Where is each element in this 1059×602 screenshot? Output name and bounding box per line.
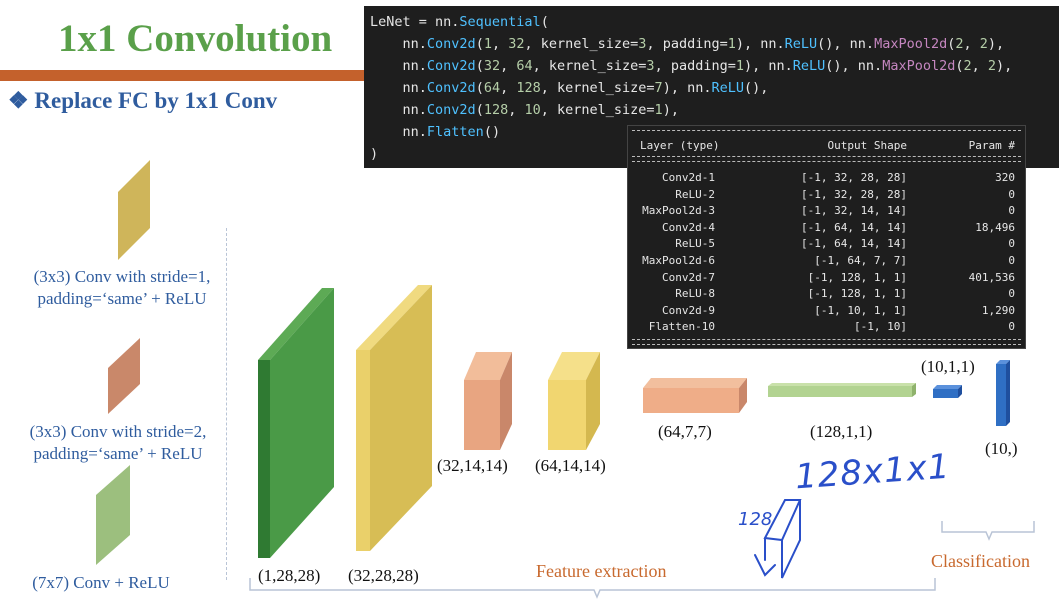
cell-layer-type: ReLU-8 <box>675 287 715 301</box>
cell-param-count: 0 <box>1008 237 1015 251</box>
table-row: Conv2d-4 [-1, 64, 14, 14] 18,496 <box>628 220 1025 235</box>
cell-output-shape: [-1, 32, 14, 14] <box>801 204 907 218</box>
cell-output-shape: [-1, 64, 14, 14] <box>801 220 907 234</box>
shape-conv2-label: (64,14,14) <box>535 456 606 475</box>
cell-layer-type: Flatten-10 <box>648 320 715 334</box>
code-line: LeNet = nn.Sequential( <box>370 14 549 30</box>
legend-conv3-s2-label: (3x3) Conv with stride=2, padding=‘same’… <box>29 422 207 463</box>
legend-conv3-s1-prism <box>118 160 150 260</box>
table-row: ReLU-5 [-1, 64, 14, 14] 0 <box>628 236 1025 251</box>
cell-param-count: 401,536 <box>968 270 1015 284</box>
shape-flatten-label: (10,) <box>985 439 1018 458</box>
cell-layer-type: Conv2d-7 <box>662 270 715 284</box>
cell-output-shape: [-1, 32, 28, 28] <box>801 171 907 184</box>
cell-param-count: 0 <box>1008 187 1015 201</box>
cell-output-shape: [-1, 64, 14, 14] <box>801 237 907 251</box>
table-row: ReLU-8 [-1, 128, 1, 1] 0 <box>628 286 1025 301</box>
cell-output-shape: [-1, 128, 1, 1] <box>807 270 907 284</box>
layer-pool2-block <box>643 378 747 413</box>
handwritten-side-label: 128 <box>738 509 773 530</box>
cell-param-count: 0 <box>1008 254 1015 267</box>
shape-pool2-label: (64,7,7) <box>658 422 712 441</box>
cell-param-count: 320 <box>995 171 1015 184</box>
table-row: ReLU-2 [-1, 32, 28, 28] 0 <box>628 187 1025 202</box>
feature-extraction-label: Feature extraction <box>536 561 667 581</box>
cell-param-count: 18,496 <box>975 220 1015 234</box>
layer-flatten-block <box>996 360 1010 426</box>
header-param-count: Param # <box>968 139 1015 152</box>
cell-param-count: 1,290 <box>981 303 1015 317</box>
table-row: Conv2d-1 [-1, 32, 28, 28] 320 <box>628 170 1025 185</box>
table-row: Conv2d-9 [-1, 10, 1, 1] 1,290 <box>628 303 1025 318</box>
legend-divider <box>226 228 227 580</box>
shape-conv4-label: (10,1,1) <box>921 357 975 376</box>
cell-layer-type: ReLU-5 <box>675 237 715 251</box>
cell-layer-type: Conv2d-9 <box>662 303 715 317</box>
code-line: nn.Conv2d(128, 10, kernel_size=1), <box>370 102 679 118</box>
model-summary-table: Layer (type) Output Shape Param # Conv2d… <box>627 125 1026 349</box>
slide-title: 1x1 Convolution <box>58 17 333 60</box>
layer-pool1-block <box>464 352 512 450</box>
shape-pool1-label: (32,14,14) <box>437 456 508 475</box>
layer-conv3-block <box>768 383 916 397</box>
classification-label: Classification <box>931 551 1030 571</box>
cell-layer-type: Conv2d-4 <box>662 220 715 234</box>
code-line: ) <box>370 146 379 162</box>
cell-output-shape: [-1, 10, 1, 1] <box>814 303 907 317</box>
table-row: MaxPool2d-6 [-1, 64, 7, 7] 0 <box>628 253 1025 268</box>
code-line: nn.Conv2d(32, 64, kernel_size=3, padding… <box>370 58 1013 74</box>
table-row: MaxPool2d-3 [-1, 32, 14, 14] 0 <box>628 203 1025 218</box>
layer-conv2-block <box>548 352 600 450</box>
code-line: nn.Conv2d(1, 32, kernel_size=3, padding=… <box>370 36 1005 52</box>
title-underline-bar <box>0 70 364 81</box>
legend-conv7-prism <box>96 465 130 565</box>
handwritten-prism-sketch <box>754 499 802 579</box>
cell-layer-type: MaxPool2d-6 <box>642 254 715 267</box>
shape-conv3-label: (128,1,1) <box>810 422 873 441</box>
cell-output-shape: [-1, 64, 7, 7] <box>814 254 907 267</box>
legend-conv7-label: (7x7) Conv + ReLU <box>32 573 170 592</box>
header-layer-type: Layer (type) <box>640 139 720 152</box>
code-line: nn.Flatten() <box>370 124 501 140</box>
shape-conv1-label: (32,28,28) <box>348 566 419 585</box>
header-output-shape: Output Shape <box>827 139 907 152</box>
legend-conv3-s1-label: (3x3) Conv with stride=1, padding=‘same’… <box>33 267 211 308</box>
layer-conv1-block <box>356 285 432 551</box>
cell-layer-type: ReLU-2 <box>675 187 715 201</box>
table-header-row: Layer (type) Output Shape Param # <box>628 138 1025 153</box>
cell-layer-type: Conv2d-1 <box>662 171 715 184</box>
cell-output-shape: [-1, 128, 1, 1] <box>807 287 907 301</box>
cell-param-count: 0 <box>1008 287 1015 301</box>
shape-input-label: (1,28,28) <box>258 566 321 585</box>
cell-param-count: 0 <box>1008 204 1015 218</box>
layer-conv4-block <box>933 385 962 398</box>
cell-param-count: 0 <box>1008 320 1015 334</box>
classification-brace <box>941 521 1035 541</box>
table-rule <box>632 130 1021 131</box>
slide-subtitle: ❖ Replace FC by 1x1 Conv <box>8 88 278 113</box>
legend-conv3-s2-prism <box>108 338 140 414</box>
table-row: Conv2d-7 [-1, 128, 1, 1] 401,536 <box>628 270 1025 285</box>
cell-layer-type: MaxPool2d-3 <box>642 204 715 218</box>
code-line: nn.Conv2d(64, 128, kernel_size=7), nn.Re… <box>370 80 769 96</box>
cell-output-shape: [-1, 32, 28, 28] <box>801 187 907 201</box>
table-row: Flatten-10 [-1, 10] 0 <box>628 319 1025 334</box>
layer-input-block <box>258 288 334 558</box>
table-rule <box>632 156 1021 162</box>
table-rule <box>632 339 1021 345</box>
cell-output-shape: [-1, 10] <box>854 320 907 334</box>
feature-extraction-brace <box>249 578 936 599</box>
